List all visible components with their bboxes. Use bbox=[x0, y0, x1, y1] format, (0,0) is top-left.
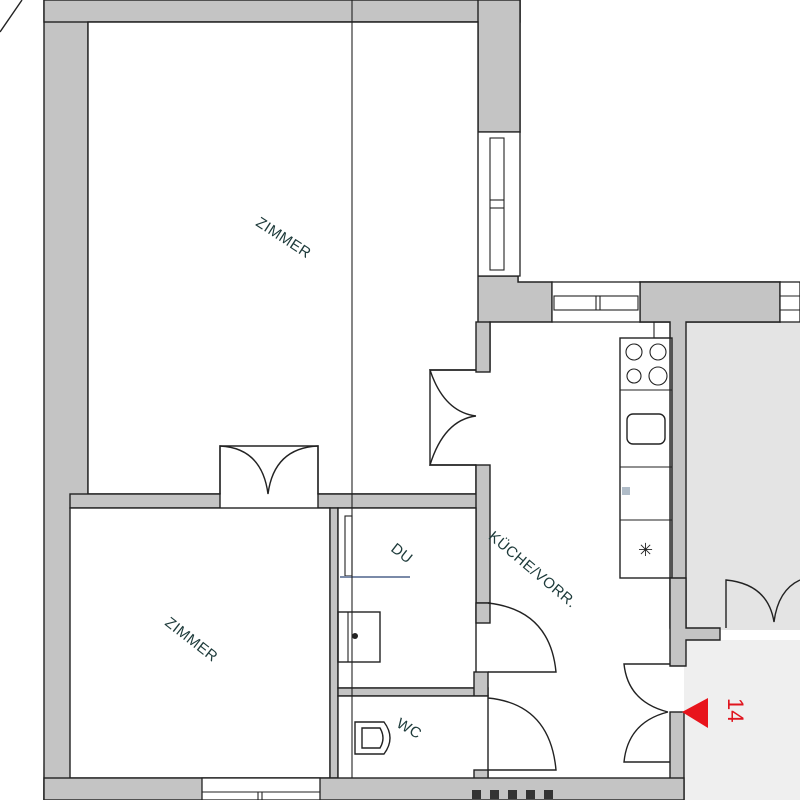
room-zimmer-2 bbox=[69, 507, 331, 779]
room-wc bbox=[337, 695, 489, 781]
kitchen-counter bbox=[619, 337, 673, 579]
entrance-marker-icon bbox=[682, 698, 708, 728]
kitchen-sink-icon bbox=[626, 413, 666, 445]
door-neighbor bbox=[725, 579, 800, 628]
window-zimmer-east[interactable] bbox=[475, 131, 521, 277]
door-wc[interactable] bbox=[487, 697, 557, 771]
door-du[interactable] bbox=[487, 602, 557, 673]
room-du bbox=[337, 507, 477, 689]
sink-icon bbox=[337, 611, 381, 663]
toilet-icon bbox=[354, 721, 391, 755]
door-kitchen-zimmer[interactable] bbox=[429, 369, 477, 466]
fridge-icon: ✳ bbox=[638, 540, 653, 561]
door-zimmer-2[interactable] bbox=[219, 445, 319, 495]
unit-number: 14 bbox=[723, 698, 748, 723]
partition-wall bbox=[69, 493, 221, 509]
room-zimmer-1 bbox=[87, 21, 479, 495]
south-exterior-wall bbox=[43, 777, 685, 800]
neighbor-unit bbox=[684, 322, 800, 630]
stove-burner-icon bbox=[625, 343, 643, 361]
window-zimmer-south[interactable] bbox=[201, 777, 321, 800]
window-neighbor bbox=[779, 281, 800, 323]
site-boundary-line bbox=[0, 0, 23, 33]
ventilation-grid bbox=[472, 790, 553, 799]
door-entrance[interactable] bbox=[623, 663, 670, 763]
